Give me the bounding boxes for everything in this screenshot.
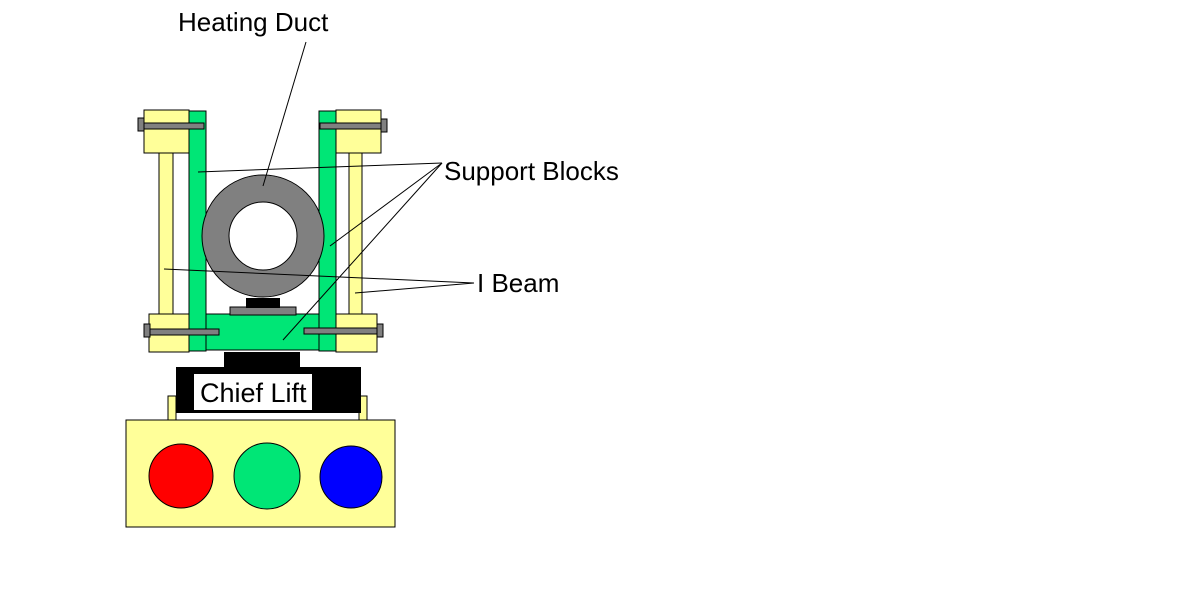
leader-support-right bbox=[329, 162, 443, 247]
support-block-bottom bbox=[204, 313, 320, 351]
i-beam-left-top-flange bbox=[143, 109, 190, 154]
i-beam-left-web bbox=[158, 152, 174, 315]
i-beam-label: I Beam bbox=[477, 268, 559, 298]
i-beam-right-top-flange bbox=[335, 109, 382, 154]
bolt-top-right bbox=[319, 122, 382, 130]
i-beam-right-web bbox=[348, 152, 363, 315]
heating-duct-outer-edge bbox=[201, 174, 325, 298]
leader-heating-duct bbox=[262, 41, 307, 187]
duct-saddle-cap bbox=[246, 298, 280, 308]
bolt-bottom-left bbox=[148, 328, 220, 336]
red-button[interactable] bbox=[148, 443, 214, 509]
bolt-head-bottom-left bbox=[143, 323, 151, 338]
bolt-top-left bbox=[143, 122, 205, 130]
heating-duct bbox=[202, 175, 324, 297]
heating-duct-inner-edge bbox=[228, 201, 298, 271]
blue-button[interactable] bbox=[319, 445, 383, 509]
duct-saddle bbox=[229, 306, 297, 316]
lift-post-left bbox=[167, 395, 177, 421]
bolt-head-top-right bbox=[380, 118, 388, 133]
bolt-head-top-left bbox=[137, 117, 145, 132]
lift-neck bbox=[224, 352, 300, 368]
green-button[interactable] bbox=[233, 442, 301, 510]
leader-support-left bbox=[197, 162, 443, 173]
leader-i-beam-left bbox=[163, 268, 475, 284]
heating-duct-label: Heating Duct bbox=[178, 7, 329, 37]
leader-i-beam-right bbox=[354, 282, 475, 294]
chief-lift-label-box bbox=[194, 374, 312, 410]
chief-lift-label: Chief Lift bbox=[200, 378, 307, 408]
bolt-bottom-right bbox=[303, 327, 378, 335]
bolt-head-bottom-right bbox=[376, 323, 384, 338]
leader-support-bottom bbox=[282, 162, 443, 341]
support-blocks-label: Support Blocks bbox=[444, 156, 619, 186]
